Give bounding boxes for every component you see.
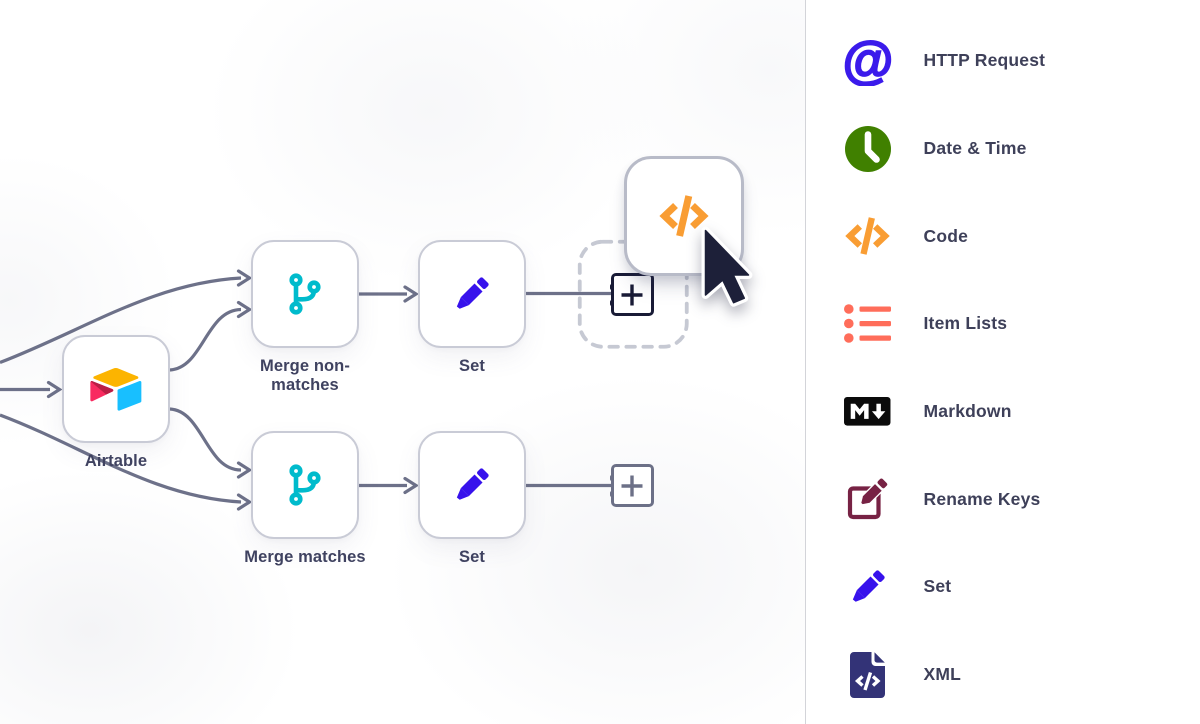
palette-item-label: HTTP Request [923,50,1046,71]
palette-item-item-lists[interactable]: Item Lists [806,280,1200,368]
arrowhead [236,300,253,319]
arrowhead [46,380,63,399]
arrowhead [236,269,253,287]
plus-icon [621,284,643,305]
pencil-icon [844,566,892,608]
drop-target-outline[interactable] [577,239,689,349]
palette-item-label: Markdown [923,401,1012,422]
pencil-icon [456,277,489,309]
airtable-icon [90,367,142,411]
xml-file-icon [844,651,892,698]
node-label-set-bottom: Set [459,548,485,566]
node-merge-non-matches[interactable] [251,240,359,348]
node-airtable[interactable] [62,335,170,443]
node-merge-matches[interactable] [251,431,359,539]
clock-icon [844,125,892,172]
svg-text:@: @ [844,36,892,86]
palette-item-rename-keys[interactable]: Rename Keys [806,455,1200,543]
connector-nub [610,300,614,306]
palette-item-xml[interactable]: XML [806,631,1200,719]
code-icon [658,195,709,237]
plus-icon [621,475,643,496]
add-node-button-top[interactable] [610,273,654,316]
palette-item-code[interactable]: Code [806,192,1200,280]
at-icon: @ [844,36,892,86]
node-label-merge-non-matches: Merge non- matches [260,357,350,394]
node-set-top[interactable] [418,240,526,348]
list-icon [844,304,892,344]
edit-icon [844,477,892,522]
arrowhead [403,285,419,303]
palette-item-label: Date & Time [923,138,1027,159]
code-icon [844,217,892,256]
palette-item-label: Code [923,225,969,246]
node-label-merge-matches: Merge matches [244,548,366,566]
node-palette-panel: @ HTTP Request Date & Time [804,0,1200,724]
palette-item-markdown[interactable]: Markdown [806,368,1200,456]
node-set-bottom[interactable] [418,431,526,539]
add-node-button-bottom[interactable] [610,464,654,507]
arrowheads [46,269,419,511]
palette-item-label: Rename Keys [923,488,1041,509]
arrowhead [236,493,253,511]
palette-item-http-request[interactable]: @ HTTP Request [806,17,1200,105]
arrowhead [236,461,253,479]
edge-left-to-merge-matches [0,413,242,504]
palette-item-label: XML [923,664,962,685]
merge-icon [289,464,321,506]
mouse-cursor-icon [701,226,753,307]
palette-item-date-time[interactable]: Date & Time [806,105,1200,193]
markdown-icon [844,397,892,426]
edge-left-to-merge-non-matches [0,276,242,364]
workflow-canvas[interactable]: Airtable Merge non- matches [0,0,805,724]
arrowhead [403,476,419,495]
connections-layer [0,239,689,511]
palette-item-label: Item Lists [923,313,1008,334]
merge-icon [289,273,321,315]
edge-airtable-to-merge-non-matches [169,307,242,372]
pencil-icon [456,468,489,500]
connector-nub [610,475,614,481]
node-label-airtable: Airtable [84,452,148,470]
palette-item-label: Set [923,576,952,597]
connector-nub [610,284,614,290]
connector-nub [610,491,614,497]
node-label-set-top: Set [459,357,485,375]
palette-item-set[interactable]: Set [806,543,1200,631]
edge-airtable-to-merge-matches [169,407,242,472]
